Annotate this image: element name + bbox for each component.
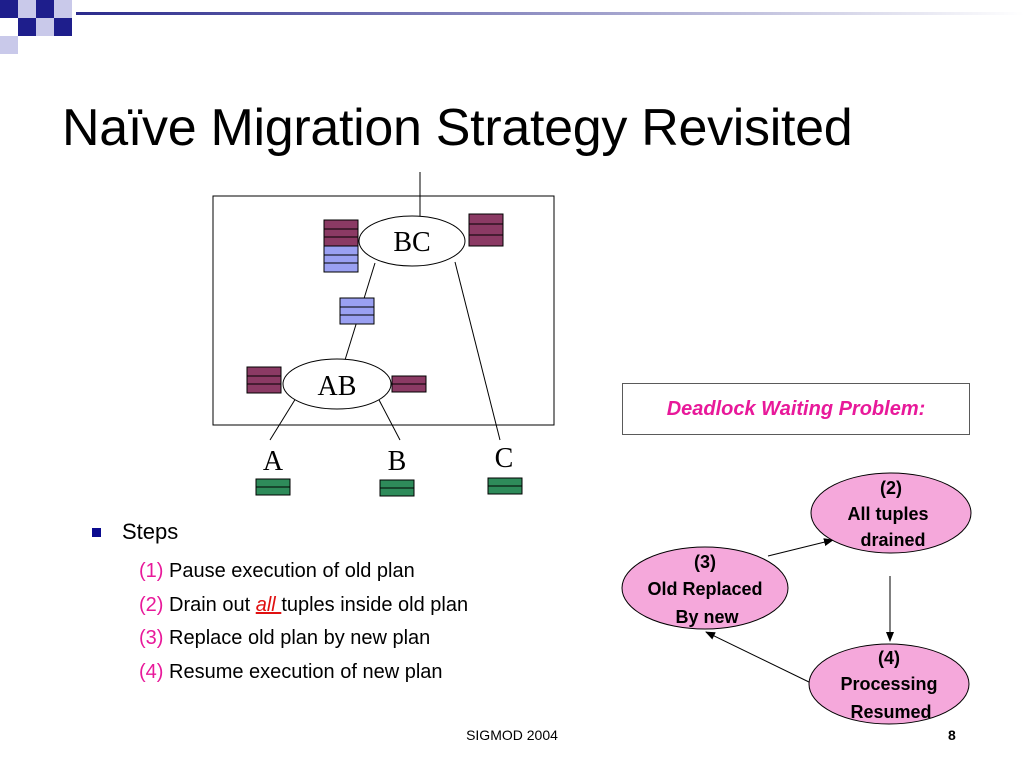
cycle-node-2-line2: drained	[860, 530, 925, 550]
header-rule	[76, 12, 1024, 15]
ab-output-queued-tuples	[339, 297, 375, 325]
cycle-node-4	[808, 643, 970, 725]
slide-footer: SIGMOD 2004	[466, 727, 558, 743]
decor-square-dark	[18, 18, 36, 36]
arrow-3-to-2	[767, 538, 834, 557]
decor-square-light	[36, 18, 54, 36]
cycle-node-4-line1: Processing	[840, 674, 937, 694]
bc-right-state-tuples	[468, 213, 504, 247]
cycle-node-3-number: (3)	[694, 552, 716, 572]
steps-heading: Steps	[92, 519, 178, 545]
old-plan-box	[212, 195, 555, 426]
step-item: (4) Resume execution of new plan	[139, 656, 468, 690]
cycle-node-2	[810, 472, 972, 554]
cycle-node-4-number: (4)	[878, 648, 900, 668]
step-number: (3)	[139, 627, 164, 649]
bc-left-queued-tuples	[323, 245, 359, 273]
step-item: (2) Drain out all tuples inside old plan	[139, 589, 468, 623]
operator-bc-label: BC	[393, 227, 430, 258]
ab-left-state-tuples	[246, 366, 282, 394]
cycle-node-3	[621, 546, 789, 630]
slide-header-decoration	[0, 0, 1024, 54]
operator-ab	[282, 358, 392, 410]
step-text-rest: tuples inside old plan	[281, 593, 469, 616]
decor-square-dark	[0, 0, 18, 18]
step-number: (4)	[139, 660, 164, 683]
decor-square-light	[54, 0, 72, 18]
edge-ab-a	[269, 397, 297, 441]
source-a-tuples	[255, 478, 291, 496]
steps-heading-label: Steps	[122, 519, 179, 544]
edge-bc-c	[454, 261, 501, 441]
source-b-tuples	[379, 479, 415, 497]
page-number: 8	[948, 727, 956, 743]
step-text: Drain out	[169, 593, 256, 616]
decor-square-light	[18, 0, 36, 18]
steps-list: (1) Pause execution of old plan (2) Drai…	[139, 555, 468, 689]
arrow-4-to-3	[705, 631, 812, 684]
operator-ab-label: AB	[318, 371, 357, 402]
step-item: (1) Pause execution of old plan	[139, 555, 468, 589]
deadlock-callout: Deadlock Waiting Problem:	[622, 383, 970, 435]
decor-square-dark	[36, 0, 54, 18]
cycle-node-4-line2: Resumed	[850, 702, 931, 722]
step-number: (2)	[139, 593, 164, 616]
decor-square-light	[0, 36, 18, 54]
step-number: (1)	[139, 560, 164, 582]
edge-ab-b	[377, 397, 401, 441]
decor-square-dark	[54, 18, 72, 36]
step-text: Replace old plan by new plan	[169, 627, 431, 649]
cycle-node-3-line1: Old Replaced	[647, 579, 762, 599]
step-text: Pause execution of old plan	[169, 560, 415, 582]
source-c-label: C	[495, 443, 514, 474]
deadlock-callout-text: Deadlock Waiting Problem:	[666, 397, 926, 420]
cycle-node-2-number: (2)	[880, 478, 902, 498]
operator-bc	[358, 215, 466, 267]
square-bullet-icon	[92, 527, 101, 537]
cycle-node-3-line2: By new	[675, 607, 739, 627]
step-item: (3) Replace old plan by new plan	[139, 622, 468, 656]
slide-title: Naïve Migration Strategy Revisited	[62, 99, 853, 157]
step-emphasis: all	[255, 593, 282, 616]
ab-right-state-tuples	[391, 375, 427, 393]
bc-left-state-tuples	[323, 219, 359, 247]
source-c-tuples	[487, 477, 523, 495]
step-text: Resume execution of new plan	[169, 660, 443, 683]
source-b-label: B	[388, 446, 407, 477]
source-a-label: A	[263, 446, 284, 477]
cycle-node-2-line1: All tuples	[847, 504, 928, 524]
